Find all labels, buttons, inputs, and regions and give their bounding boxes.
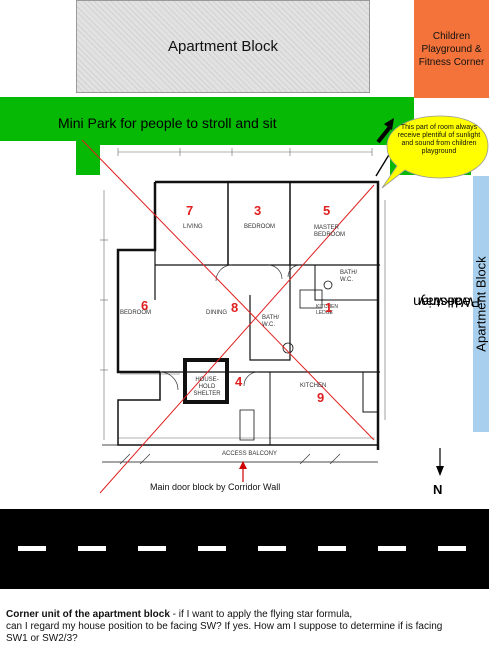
road-lane-dash [318,546,346,551]
callout-bubble [375,115,489,189]
room-label-bedroom-2: BEDROOM [120,310,152,316]
grid-number-9: 9 [317,390,325,405]
floor-plan [81,115,489,494]
grid-number-8: 8 [231,300,239,315]
room-label-kitchen: KITCHEN [300,383,327,389]
grid-number-7: 7 [186,203,194,218]
dimension-lines [100,148,386,440]
room-label-bath-2: BATH/ W.C. [262,315,280,328]
main-door-arrow [239,461,247,482]
grid-number-6: 6 [141,298,149,313]
road-lane-dash [438,546,466,551]
main-door-label: Main door block by Corridor Wall [150,482,281,492]
road-lane-dash [18,546,46,551]
room-label-bedroom-1: BEDROOM [244,224,276,230]
callout-text: This part of room always receive plentif… [397,124,481,155]
caption: Corner unit of the apartment block - if … [6,609,486,645]
road-lane-dash [78,546,106,551]
room-label-master-bedroom: MASTER BEDROOM [314,225,346,238]
grid-number-3: 3 [254,203,262,218]
children-playground: Children Playground & Fitness Corner [414,0,489,98]
playground-label-line-3: Fitness Corner [418,56,485,68]
diagonal-lines [81,139,375,494]
caption-line-2: can I regard my house position to be fac… [6,621,443,632]
grid-number-5: 5 [323,203,331,218]
room-label-living: LIVING [183,224,203,230]
apartment-block-top: Apartment Block [76,0,370,93]
door-swings [119,264,341,465]
caption-line-3: SW1 or SW2/3? [6,633,78,644]
playground-label-line-2: Playground & [421,43,482,55]
room-label-access-balcony: ACCESS BALCONY [222,451,278,457]
grid-number-4: 4 [235,374,243,389]
grid-number-1: 1 [325,300,333,315]
room-label-kitchen-ledge: KITCHEN LEDGE [316,304,338,316]
walls [102,180,380,463]
road [0,509,489,589]
room-label-household-shelter: HOUSE-HOLD SHELTER [193,377,221,397]
floor-plan-background [100,145,390,475]
apartment-block-right: Apartment Block [473,176,489,432]
caption-bold: Corner unit of the apartment block [6,609,170,620]
road-lane-dash [138,546,166,551]
north-label: N [433,482,443,497]
road-lane-dash [378,546,406,551]
playground-label-line-1: Children [432,30,471,42]
road-lane-dash [198,546,226,551]
road-lane-dash [258,546,286,551]
caption-line-1: - if I want to apply the flying star for… [169,609,353,620]
north-arrow [436,448,444,476]
mini-park: Mini Park for people to stroll and sit [0,97,414,141]
room-label-dining: DINING [206,310,227,316]
apartment-block-top-label: Apartment Block [167,38,279,55]
room-label-bath-1: BATH/ W.C. [340,270,358,283]
mini-park-label: Mini Park for people to stroll and sit [58,115,277,131]
